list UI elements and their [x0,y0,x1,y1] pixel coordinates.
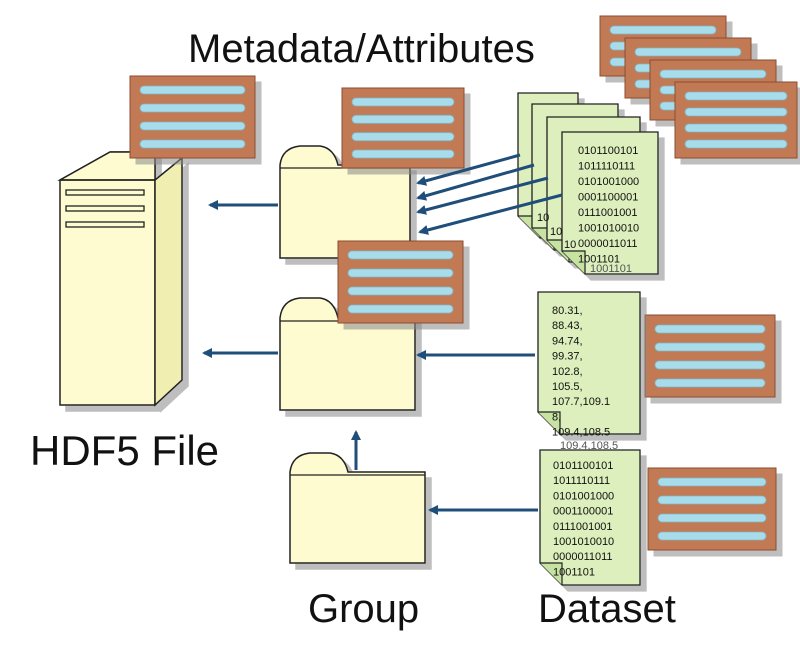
arrow-stack-1-to-top-folder [416,153,521,186]
attribute-bar [351,97,455,107]
attribute-bar [654,360,766,370]
attribute-bar [634,47,742,57]
decimal-line: 102.8, [552,366,583,378]
attribute-bar [139,121,246,131]
binary-line: 0111001001 [553,521,613,533]
binary-line: 1011110111 [553,475,610,487]
binary-line: 1001101 [578,254,620,266]
binary-data-top: 0101100101 1011110111 0101001000 0001100001… [578,145,639,266]
arrow-stack-2-to-top-folder [416,163,535,201]
decimal-tail: 109.4,108.5 [560,440,618,452]
attribute-bar [684,123,788,133]
arrow-layer [202,153,563,515]
dataset-sheet-front-icon [561,131,659,275]
decimal-line: 107.7,109.1 [552,396,610,408]
binary-line: 0101100101 [553,460,613,472]
binary-line: 0001100001 [578,192,638,204]
attribute-bar [351,149,455,159]
hdf5-file-label: HDF5 File [30,427,219,474]
binary-line: 0101001000 [553,490,614,502]
binary-line: 0111001001 [578,207,638,219]
metadata-attributes-title: Metadata/Attributes [188,27,535,71]
binary-line: 0000011011 [578,238,638,250]
decimal-data: 80.31, 88.43, 94.74, 99.37, 102.8, 105.5, 107.… [552,305,610,439]
attribute-box-top-group [341,87,465,169]
attribute-bar [654,342,766,352]
attribute-bar [139,139,246,149]
binary-line: 1001101 [553,566,595,578]
dataset-sheet-decimal-icon [537,291,641,435]
attribute-bar [654,378,766,388]
attribute-bar [684,91,788,101]
attribute-bar [654,324,766,334]
attribute-bar [347,286,454,296]
decimal-line: 105.5, [552,381,583,393]
group-folder-bottom-icon [289,452,426,564]
binary-top-tail: 1001101 [590,263,632,275]
decimal-line: 109.4,108.5 [552,427,610,439]
attribute-bar [657,495,767,505]
dataset-label: Dataset [538,587,676,631]
decimal-line: 99.37, [552,351,583,363]
binary-line: 0001100001 [553,506,613,518]
attribute-box-mid-group [337,240,464,324]
attribute-bar [351,132,455,142]
attribute-bar [657,513,767,523]
hdf5-file-server-icon [57,151,183,407]
attribute-bar [347,250,454,260]
binary-line: 0101001000 [578,176,639,188]
attribute-box-file [129,75,256,159]
attribute-bar [684,107,788,117]
attribute-bar [609,25,717,35]
group-label: Group [308,587,419,631]
attribute-bar [657,531,767,541]
attribute-bar [351,114,455,124]
attribute-box-decimal [644,314,776,398]
attribute-bar [684,139,788,149]
decimal-line: 80.31, [552,305,583,317]
attribute-bar [347,268,454,278]
attribute-bar [139,103,246,113]
attribute-box-binary [647,467,777,551]
binary-line: 0101100101 [578,145,638,157]
stack-peek-1: 10 [537,212,549,224]
binary-line: 1001010010 [553,536,614,548]
arrow-stack-3-to-top-folder [416,176,549,215]
attribute-bar [347,304,454,314]
stack-peek-3: 10 [564,239,576,251]
attribute-bar [657,477,767,487]
binary-line: 1001010010 [578,223,639,235]
dataset-sheet-binary-icon [539,449,641,586]
attribute-box-layer [129,15,798,551]
arrow-stack-4-to-top-folder [418,193,563,235]
decimal-line: 94.74, [552,335,583,347]
dataset-stack: 10 10 10 0101100101101111011101010010000… [517,92,659,275]
attribute-bar [659,69,767,79]
binary-line: 1011110111 [578,161,635,173]
attribute-bar [139,85,246,95]
decimal-line: 8, [552,411,561,423]
stack-peek-2: 10 [550,226,562,238]
attribute-box-stack-4 [674,81,798,159]
decimal-line: 88.43, [552,320,583,332]
binary-line: 0000011011 [553,551,613,563]
binary-data-bottom: 0101100101 1011110111 0101001000 0001100001… [553,460,614,578]
